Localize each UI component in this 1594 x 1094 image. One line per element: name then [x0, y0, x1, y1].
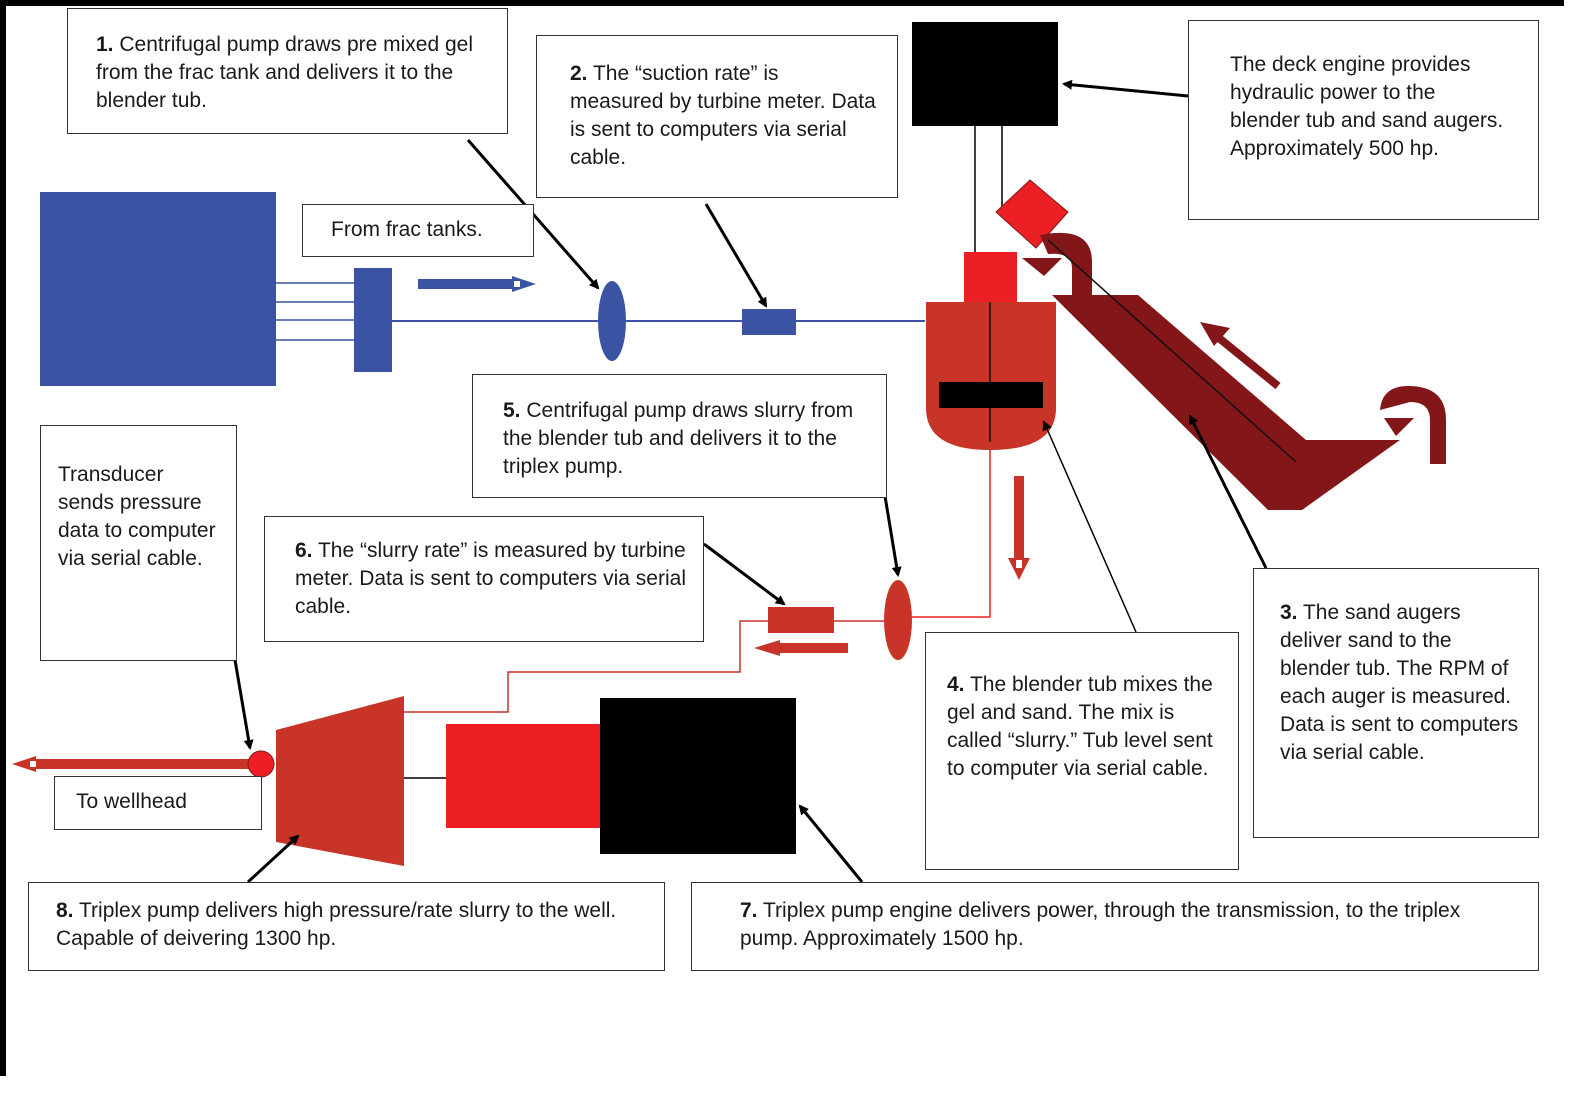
- blender-paddle: [939, 382, 1043, 408]
- callout-1: 1. Centrifugal pump draws pre mixed gel …: [67, 8, 508, 134]
- pressure-transducer: [247, 750, 275, 778]
- callout-deck-text: The deck engine provides hydraulic power…: [1230, 53, 1504, 160]
- callout-4-number: 4.: [947, 673, 965, 696]
- leader-arrow-deck: [1062, 79, 1189, 98]
- auger-shaft: [1047, 239, 1297, 463]
- triplex-engine: [600, 698, 796, 854]
- slurry-turbine-meter: [768, 607, 834, 633]
- leader-arrow-3: [1188, 414, 1268, 569]
- callout-6: 6. The “slurry rate” is measured by turb…: [264, 516, 704, 642]
- callout-3-text: The sand augers deliver sand to the blen…: [1280, 601, 1519, 764]
- frac-tanks-text: From frac tanks.: [331, 218, 483, 241]
- slurry-line: [910, 450, 991, 618]
- label-frac-tanks: From frac tanks.: [302, 204, 534, 257]
- slurry-down-arrow: [1008, 476, 1030, 580]
- callout-6-text: The “slurry rate” is measured by turbine…: [295, 539, 686, 618]
- leader-arrow-7: [798, 804, 864, 883]
- leader-arrow-5: [882, 489, 902, 577]
- auger-return-curl: [1040, 232, 1092, 298]
- callout-2-number: 2.: [570, 62, 588, 85]
- callout-3: 3. The sand augers deliver sand to the b…: [1253, 568, 1539, 838]
- callout-deck-engine: The deck engine provides hydraulic power…: [1188, 20, 1539, 220]
- callout-7-number: 7.: [740, 899, 758, 922]
- leader-arrow-2: [704, 203, 768, 308]
- callout-transducer-text: Transducer sends pressure data to comput…: [58, 463, 216, 570]
- slurry-centrifugal-pump: [884, 580, 912, 660]
- slurry-line: [404, 620, 768, 713]
- callout-8: 8. Triplex pump delivers high pressure/r…: [28, 882, 665, 971]
- manifold-lines: [276, 282, 354, 341]
- callout-7-text: Triplex pump engine delivers power, thro…: [740, 899, 1461, 950]
- callout-8-text: Triplex pump delivers high pressure/rate…: [56, 899, 617, 950]
- callout-5-number: 5.: [503, 399, 521, 422]
- leader-arrow-transducer: [233, 659, 254, 750]
- blender-motor: [964, 252, 1017, 304]
- callout-transducer: Transducer sends pressure data to comput…: [40, 425, 237, 661]
- sand-auger: [1052, 295, 1400, 510]
- callout-5-text: Centrifugal pump draws slurry from the b…: [503, 399, 854, 478]
- diagram-frame: [0, 0, 1564, 1076]
- hydraulic-motor: [995, 179, 1069, 249]
- leader-arrow-6: [703, 542, 786, 606]
- deck-engine: [912, 22, 1058, 126]
- callout-2: 2. The “suction rate” is measured by tur…: [536, 35, 898, 198]
- suction-turbine-meter: [742, 309, 796, 335]
- frac-tank: [40, 192, 276, 386]
- triplex-pump: [276, 696, 404, 866]
- auger-flow-arrow: [1200, 322, 1281, 390]
- wellhead-flow-arrow: [12, 756, 250, 772]
- callout-8-number: 8.: [56, 899, 74, 922]
- wellhead-text: To wellhead: [76, 790, 187, 813]
- manifold: [354, 268, 392, 372]
- leader-arrow-8: [246, 834, 300, 884]
- transmission: [446, 724, 600, 828]
- callout-4-text: The blender tub mixes the gel and sand. …: [947, 673, 1213, 780]
- auger-down-arrow: [1022, 258, 1062, 276]
- callout-3-number: 3.: [1280, 601, 1298, 624]
- callout-7: 7. Triplex pump engine delivers power, t…: [691, 882, 1539, 971]
- hopper-curl: [1380, 386, 1446, 464]
- blender-tub: [926, 302, 1056, 450]
- callout-6-number: 6.: [295, 539, 313, 562]
- callout-2-text: The “suction rate” is measured by turbin…: [570, 62, 876, 169]
- suction-flow-arrow: [418, 276, 536, 292]
- leader-arrow-4: [1042, 420, 1137, 633]
- suction-centrifugal-pump: [598, 281, 626, 361]
- hopper-down-arrow: [1384, 418, 1414, 436]
- callout-1-number: 1.: [96, 33, 114, 56]
- slurry-return-arrow: [754, 640, 848, 656]
- callout-1-text: Centrifugal pump draws pre mixed gel fro…: [96, 33, 474, 112]
- label-wellhead: To wellhead: [54, 776, 262, 830]
- callout-4: 4. The blender tub mixes the gel and san…: [925, 632, 1239, 870]
- callout-5: 5. Centrifugal pump draws slurry from th…: [472, 374, 887, 498]
